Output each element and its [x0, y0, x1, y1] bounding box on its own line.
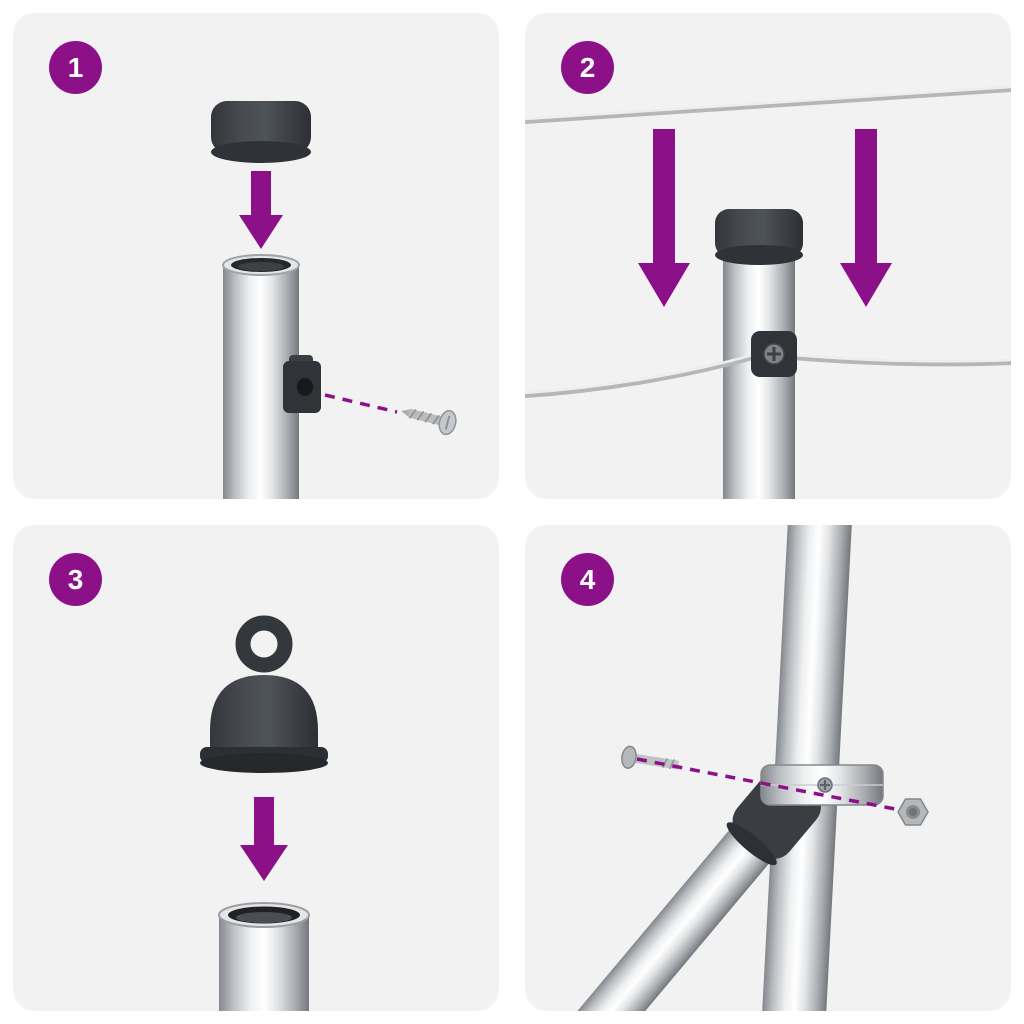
- dashed-guide-line: [324, 393, 398, 414]
- step-3-illustration: [200, 615, 328, 1011]
- arrow-down-icon: [240, 797, 288, 881]
- step-panel-1: 1: [13, 13, 499, 499]
- pole-clamp: [760, 764, 884, 806]
- end-cap: [211, 101, 311, 163]
- arrow-down-icon: [840, 129, 892, 307]
- dashed-guide-line: [636, 757, 896, 811]
- step-number-badge: 3: [49, 553, 102, 606]
- step-number-badge: 2: [561, 41, 614, 94]
- end-cap: [715, 209, 803, 265]
- step-number-badge: 4: [561, 553, 614, 606]
- screw-icon: [401, 408, 457, 436]
- step-panel-2: 2: [525, 13, 1011, 499]
- arrow-down-icon: [638, 129, 690, 307]
- wire-bracket: [283, 355, 321, 413]
- step-panel-4: 4: [525, 525, 1011, 1011]
- open-tube: [218, 902, 310, 1011]
- nut-icon: [897, 798, 929, 826]
- step-2-illustration: [525, 85, 1011, 499]
- step-1-illustration: [211, 101, 457, 499]
- step-panel-3: 3: [13, 525, 499, 1011]
- top-wire: [525, 85, 1011, 124]
- eyelet-cap: [200, 615, 328, 773]
- arrow-down-icon: [239, 171, 283, 249]
- bolt-icon: [621, 745, 680, 770]
- tension-wire: [525, 353, 1011, 398]
- step-number-badge: 1: [49, 41, 102, 94]
- wire-bracket: [751, 331, 797, 377]
- step-4-illustration: [558, 525, 929, 1011]
